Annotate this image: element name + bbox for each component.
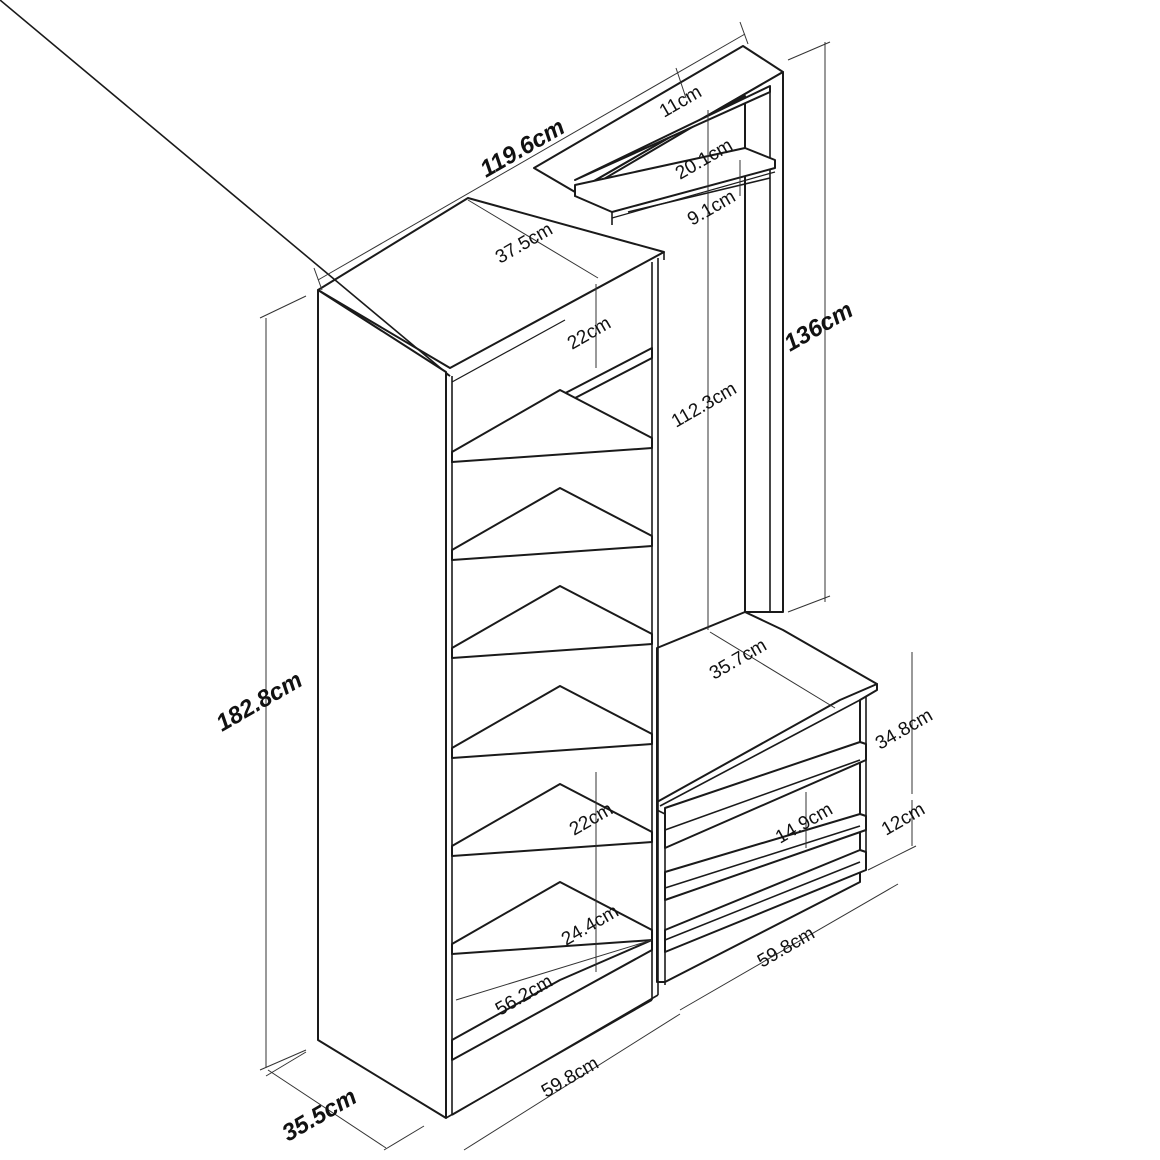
bookcase-cabinet: [0, 0, 665, 1119]
side-height-label: 136cm: [780, 296, 858, 357]
bench-height-label: 34.8cm: [872, 705, 936, 754]
cabinet-shelves: [451, 319, 653, 1061]
bench-top-gap-label: 12cm: [878, 799, 929, 840]
bench-unit: [656, 611, 878, 985]
shelf-gap-top-label: 22cm: [564, 313, 615, 354]
coat-rack-frame: [533, 45, 784, 613]
dimension-lines: [259, 21, 917, 1151]
hanging-height-label: 112.3cm: [668, 378, 740, 432]
overall-depth-label: 35.5cm: [278, 1083, 362, 1147]
overall-height-label: 182.8cm: [212, 666, 308, 737]
rail-drop-label: 9.1cm: [684, 186, 739, 230]
